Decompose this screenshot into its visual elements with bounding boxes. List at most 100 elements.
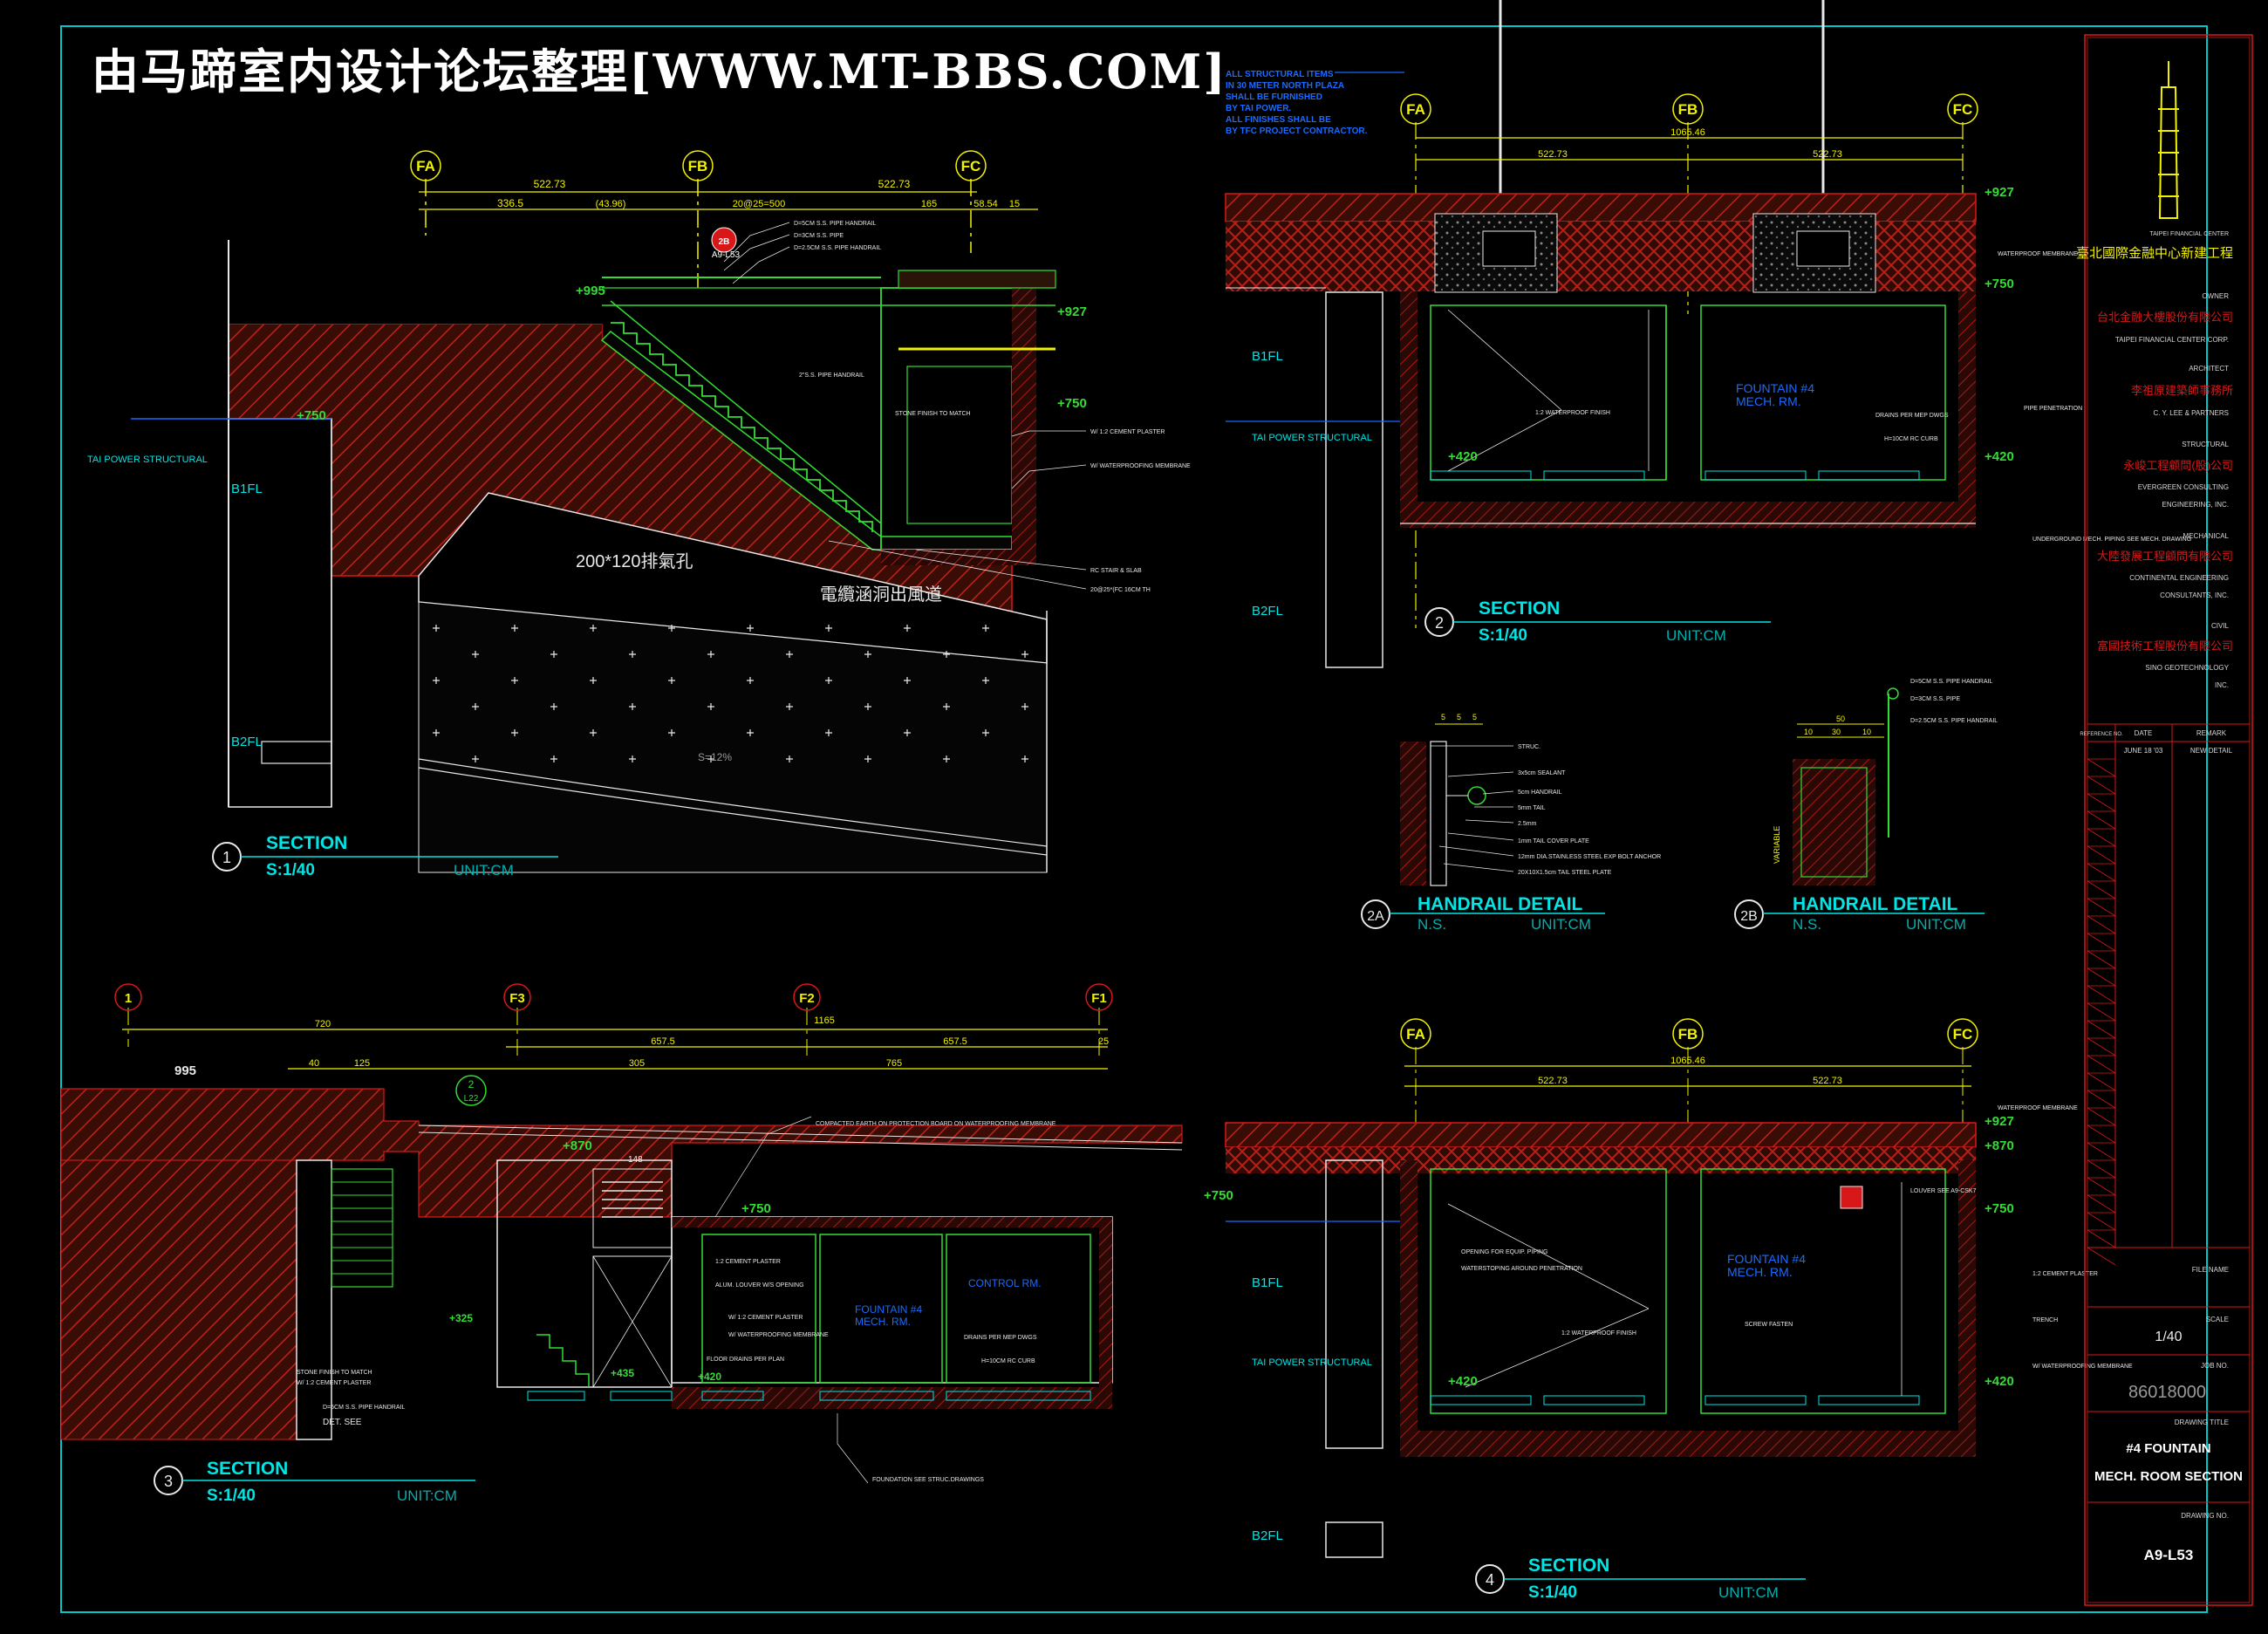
svg-text:765: 765 (886, 1058, 902, 1069)
section-3: 720 1165 657.5 657.5 305 765 40 125 25 (60, 983, 1233, 1505)
svg-text:1:2 CEMENT PLASTER: 1:2 CEMENT PLASTER (2032, 1271, 2098, 1277)
svg-text:NEW DETAIL: NEW DETAIL (2190, 747, 2233, 755)
revision-diagonal (2087, 898, 2116, 917)
svg-text:CONTROL RM.: CONTROL RM. (968, 1277, 1042, 1289)
section-4: 1065.46 522.73 522.73 +927 +870 +750 +42… (1225, 1018, 2133, 1602)
svg-text:S:1/40: S:1/40 (266, 861, 315, 879)
svg-text:MECH. RM.: MECH. RM. (1727, 1265, 1793, 1279)
plus-mark (904, 677, 911, 684)
plus-mark (904, 625, 911, 632)
svg-text:2: 2 (468, 1078, 475, 1090)
svg-text:UNDERGROUND MECH. PIPING SEE M: UNDERGROUND MECH. PIPING SEE MECH. DRAWI… (2032, 537, 2191, 543)
plus-mark (1021, 703, 1028, 710)
svg-text:EVERGREEN CONSULTING: EVERGREEN CONSULTING (2138, 483, 2229, 491)
plus-mark (472, 755, 479, 762)
svg-text:H=10CM RC CURB: H=10CM RC CURB (981, 1358, 1035, 1364)
plus-mark (1021, 651, 1028, 658)
plus-mark (982, 625, 989, 632)
svg-text:ALL FINISHES SHALL BE: ALL FINISHES SHALL BE (1226, 115, 1331, 125)
svg-text:HANDRAIL DETAIL: HANDRAIL DETAIL (1418, 894, 1583, 914)
svg-text:D=5CM S.S. PIPE HANDRAIL: D=5CM S.S. PIPE HANDRAIL (1910, 679, 1992, 685)
svg-text:720: 720 (315, 1019, 331, 1029)
svg-text:CONSULTANTS, INC.: CONSULTANTS, INC. (2160, 591, 2229, 599)
slope-note: S=12% (698, 751, 732, 763)
revision-diagonal (2087, 985, 2116, 1004)
plus-mark (825, 677, 832, 684)
plus-mark (668, 625, 675, 632)
cement-note: W/ 1:2 CEMENT PLASTER (1090, 429, 1165, 435)
plus-mark (747, 677, 754, 684)
grid-bubble-f3-3: F3 (503, 983, 531, 1011)
tai-power-label: TAI POWER STRUCTURAL (87, 455, 208, 465)
revision-diagonal (2087, 1020, 2116, 1039)
svg-text:MECH. RM.: MECH. RM. (1736, 394, 1801, 408)
plus-mark (629, 703, 636, 710)
svg-text:B2FL: B2FL (1252, 604, 1283, 619)
revision-diagonal (2087, 950, 2116, 969)
svg-text:B2FL: B2FL (1252, 1528, 1283, 1543)
revision-diagonal (2087, 1107, 2116, 1126)
watermark-text: 由马蹄室内设计论坛整理[WWW.MT-BBS.COM] (92, 44, 1227, 99)
plus-mark (825, 729, 832, 736)
svg-text:DRAWING NO.: DRAWING NO. (2181, 1512, 2229, 1520)
svg-text:TAI POWER STRUCTURAL: TAI POWER STRUCTURAL (1252, 1357, 1372, 1368)
svg-text:W/ WATERPROOFING MEMBRANE: W/ WATERPROOFING MEMBRANE (728, 1332, 829, 1338)
svg-text:WATERPROOF MEMBRANE: WATERPROOF MEMBRANE (1998, 1105, 2078, 1111)
svg-text:台北金融大樓股份有限公司: 台北金融大樓股份有限公司 (2097, 311, 2233, 324)
svg-text:657.5: 657.5 (943, 1036, 967, 1047)
grid-bubble-fc-1: FC (955, 150, 987, 181)
grid-bubble-f2-3: F2 (793, 983, 821, 1011)
svg-text:BY TFC PROJECT CONTRACTOR.: BY TFC PROJECT CONTRACTOR. (1226, 126, 1368, 136)
svg-text:JOB NO.: JOB NO. (2201, 1362, 2229, 1370)
vent-note: 200*120排氣孔 (576, 551, 693, 571)
detail-2b-title: 2B HANDRAIL DETAIL N.S. UNIT:CM (1734, 894, 1984, 933)
plus-mark (472, 703, 479, 710)
plus-mark (943, 755, 950, 762)
section-2-title: 2 SECTION S:1/40 UNIT:CM (1424, 598, 1771, 645)
plus-mark (550, 651, 557, 658)
svg-text:REMARK: REMARK (2196, 729, 2227, 737)
svg-text:SECTION: SECTION (1479, 598, 1560, 619)
taipei-101-logo (2158, 61, 2179, 219)
svg-text:FC: FC (1953, 101, 1973, 118)
revision-diagonal (2087, 915, 2116, 934)
plus-mark (786, 755, 793, 762)
svg-text:4: 4 (1486, 1571, 1494, 1589)
svg-text:D=3CM S.S. PIPE: D=3CM S.S. PIPE (1910, 696, 1960, 702)
svg-text:REFERENCE NO.: REFERENCE NO. (2080, 732, 2123, 737)
svg-text:+420: +420 (698, 1371, 721, 1383)
handrail-detail-2b: 50 10 30 10 VARIABLE D=5CM S.S. PIPE HAN… (1734, 679, 1998, 933)
plus-mark (943, 651, 950, 658)
svg-text:S:1/40: S:1/40 (1528, 1583, 1577, 1602)
svg-text:MECH. RM.: MECH. RM. (855, 1316, 911, 1328)
svg-text:5: 5 (1472, 713, 1477, 721)
svg-text:UNIT:CM: UNIT:CM (1531, 916, 1591, 933)
svg-text:305: 305 (629, 1058, 645, 1069)
svg-text:+927: +927 (1984, 1114, 2014, 1129)
plus-mark (786, 703, 793, 710)
plus-mark (590, 625, 597, 632)
svg-text:LOUVER SEE A9-CSK7: LOUVER SEE A9-CSK7 (1910, 1188, 1977, 1194)
revision-diagonal (2087, 863, 2116, 882)
b2fl-label: B2FL (231, 735, 263, 749)
svg-text:COMPACTED EARTH ON PROTECTION: COMPACTED EARTH ON PROTECTION BOARD ON W… (816, 1121, 1056, 1127)
svg-text:FC: FC (961, 158, 981, 174)
svg-text:ALL STRUCTURAL ITEMS: ALL STRUCTURAL ITEMS (1226, 70, 1334, 79)
svg-text:1:2 WATERPROOF FINISH: 1:2 WATERPROOF FINISH (1535, 410, 1610, 416)
svg-text:12mm DIA.STAINLESS STEEL EXP B: 12mm DIA.STAINLESS STEEL EXP BOLT ANCHOR (1518, 854, 1661, 860)
svg-text:522.73: 522.73 (1538, 1076, 1568, 1086)
plus-mark (590, 677, 597, 684)
svg-text:+420: +420 (1448, 1374, 1478, 1389)
rail3-note: D=2.5CM S.S. PIPE HANDRAIL (794, 245, 881, 251)
svg-text:H=10CM RC CURB: H=10CM RC CURB (1884, 436, 1938, 442)
plus-mark (590, 729, 597, 736)
svg-text:W/ 1:2 CEMENT PLASTER: W/ 1:2 CEMENT PLASTER (297, 1380, 371, 1386)
svg-text:+325: +325 (449, 1312, 473, 1324)
plus-mark (864, 651, 871, 658)
svg-text:FB: FB (688, 158, 708, 174)
svg-text:OPENING FOR EQUIP. PIPING: OPENING FOR EQUIP. PIPING (1461, 1249, 1547, 1255)
svg-text:SECTION: SECTION (1528, 1555, 1609, 1576)
svg-text:WATERPROOF MEMBRANE: WATERPROOF MEMBRANE (1998, 251, 2078, 257)
svg-text:25: 25 (1098, 1036, 1109, 1047)
plus-mark (747, 625, 754, 632)
